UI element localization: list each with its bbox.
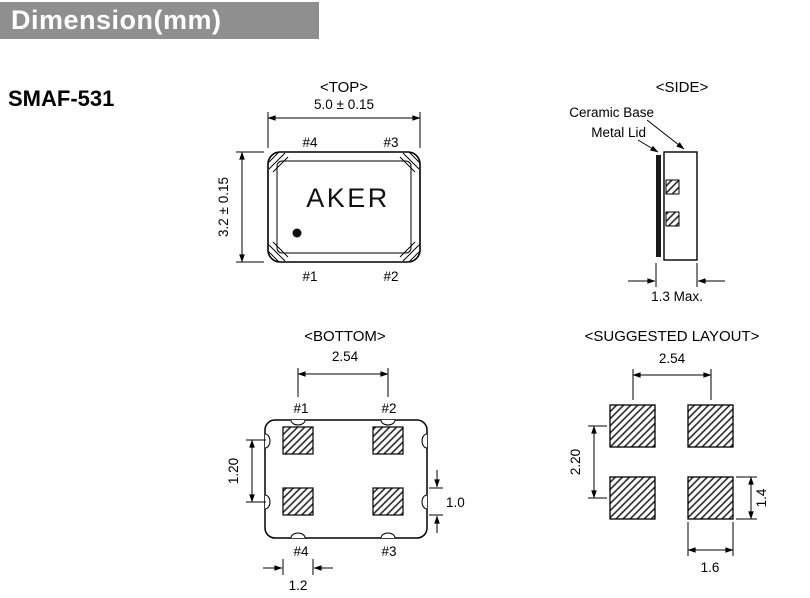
top-view-title: <TOP> <box>320 79 368 96</box>
corner-castellation-hatch <box>267 151 421 263</box>
side-view: <SIDE> Ceramic Base Metal Lid 1.3 Max. <box>569 79 725 304</box>
bottom-pad-width-dimension: 1.2 <box>263 559 333 593</box>
bottom-pad-1 <box>282 426 314 455</box>
metal-lid-shape <box>656 155 661 257</box>
model-label: SMAF-531 <box>8 86 115 111</box>
bottom-pads <box>282 426 404 516</box>
top-height-dimension: 3.2 ± 0.15 <box>216 151 264 263</box>
layout-pad-top-right <box>687 404 734 448</box>
top-width-dim-label: 5.0 ± 0.15 <box>314 97 374 112</box>
bottom-pin-label-2: #2 <box>381 401 396 416</box>
callout-leader-lines <box>637 119 685 153</box>
top-height-dim-label: 3.2 ± 0.15 <box>216 177 231 237</box>
ceramic-base-shape <box>663 151 698 261</box>
bottom-pitch-y-label: 1.20 <box>226 458 241 484</box>
banner-title: Dimension(mm) <box>11 5 222 35</box>
layout-view-title: <SUGGESTED LAYOUT> <box>585 328 760 345</box>
layout-pad-width-dimension: 1.6 <box>687 522 734 575</box>
top-pin-label-1: #1 <box>302 269 317 284</box>
bottom-pitch-x-label: 2.54 <box>332 349 359 364</box>
layout-pad-height-label: 1.4 <box>754 488 769 507</box>
layout-pad-height-dimension: 1.4 <box>736 476 769 520</box>
layout-pad-top-left <box>609 404 656 448</box>
bottom-pad-3 <box>372 487 404 516</box>
pin1-marker-dot <box>292 228 302 238</box>
bottom-pitch-x-dimension: 2.54 <box>297 349 389 397</box>
layout-pad-bottom-right <box>687 476 734 520</box>
side-terminal-pad <box>665 179 680 195</box>
brand-label: AKER <box>306 183 390 213</box>
layout-pitch-y-label: 2.20 <box>568 449 583 475</box>
layout-view: <SUGGESTED LAYOUT> 2.54 2.20 <box>568 328 769 575</box>
bottom-pad-height-dimension: 1.0 <box>429 470 465 533</box>
bottom-pin-label-3: #3 <box>381 544 396 559</box>
bottom-view-title: <BOTTOM> <box>304 328 386 345</box>
thickness-dimension: 1.3 Max. <box>628 263 725 304</box>
edge-castellation-notches <box>264 419 428 539</box>
top-width-dimension: 5.0 ± 0.15 <box>267 97 421 148</box>
bottom-pad-width-label: 1.2 <box>289 578 308 593</box>
layout-pitch-x-label: 2.54 <box>659 351 686 366</box>
thickness-dim-label: 1.3 Max. <box>651 289 703 304</box>
bottom-pad-4 <box>282 487 314 516</box>
bottom-pad-height-label: 1.0 <box>446 495 465 510</box>
layout-pitch-x-dimension: 2.54 <box>632 351 712 400</box>
bottom-pad-2 <box>372 426 404 455</box>
top-pin-label-3: #3 <box>383 135 398 150</box>
layout-pad-width-label: 1.6 <box>701 560 720 575</box>
layout-pitch-y-dimension: 2.20 <box>568 425 607 499</box>
ceramic-base-label: Ceramic Base <box>569 105 654 120</box>
section-banner: Dimension(mm) <box>0 2 319 39</box>
bottom-pin-label-4: #4 <box>293 544 309 559</box>
side-terminal-pad <box>665 211 680 227</box>
bottom-pitch-y-dimension: 1.20 <box>226 439 266 503</box>
layout-pad-bottom-left <box>609 476 656 520</box>
package-inner-outline <box>276 160 412 254</box>
metal-lid-label: Metal Lid <box>591 125 646 140</box>
side-view-title: <SIDE> <box>656 79 709 96</box>
bottom-view: <BOTTOM> 2.54 #1 #2 <box>226 328 465 593</box>
bottom-pin-label-1: #1 <box>293 401 308 416</box>
top-view: <TOP> 5.0 ± 0.15 3.2 ± 0.15 <box>216 79 421 284</box>
top-pin-label-2: #2 <box>383 269 398 284</box>
layout-pads <box>609 404 734 520</box>
top-pin-label-4: #4 <box>302 135 318 150</box>
